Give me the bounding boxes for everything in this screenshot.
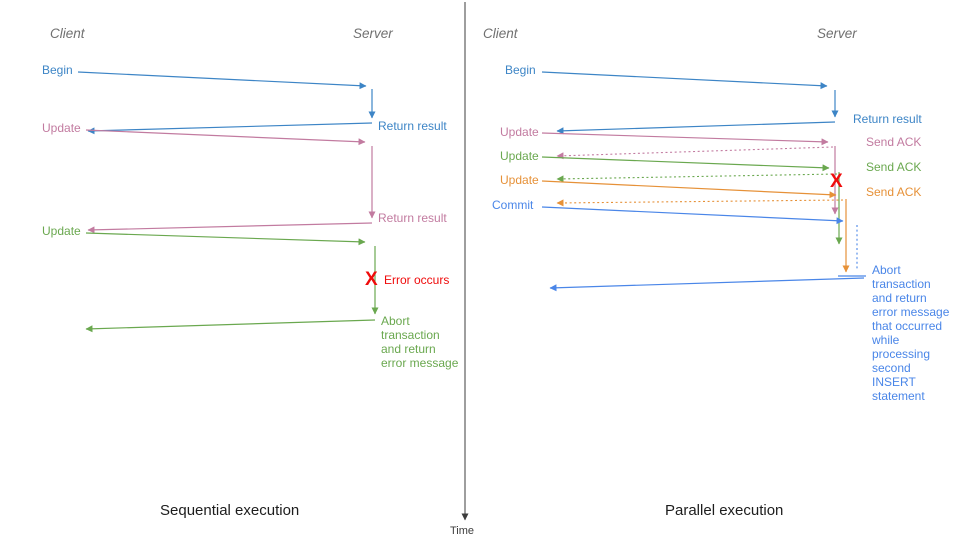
par-caption: Parallel execution [665, 502, 784, 519]
time-axis-label: Time [450, 525, 475, 537]
par-ack-3-arrow [556, 199, 844, 207]
par-send-ack-1-label: Send ACK [866, 135, 922, 149]
seq-return-result-1-label: Return result [378, 119, 447, 133]
par-send-ack-3-label: Send ACK [866, 185, 922, 199]
seq-abort-note: Abort transaction and return error messa… [381, 314, 459, 370]
seq-error-label: Error occurs [384, 273, 450, 287]
par-send-ack-2-label: Send ACK [866, 160, 922, 174]
seq-update-1-label: Update [42, 121, 81, 135]
seq-client-header: Client [50, 26, 85, 41]
par-commit-arrow [541, 206, 844, 225]
seq-return-result-2-arrow [87, 222, 373, 234]
par-abort-return-arrow [549, 277, 865, 292]
par-update-1-label: Update [500, 125, 539, 139]
par-begin-label: Begin [505, 63, 536, 77]
par-begin-arrow [541, 71, 828, 90]
seq-update-1-arrow [85, 129, 366, 146]
seq-update-2-arrow [85, 232, 366, 246]
par-commit-label: Commit [492, 198, 534, 212]
seq-begin-label: Begin [42, 63, 73, 77]
par-return-result-arrow [556, 121, 836, 135]
seq-begin-arrow [77, 71, 367, 90]
par-update-3-arrow [541, 180, 837, 199]
seq-error-x-icon: X [365, 269, 378, 290]
par-update-2-arrow [541, 156, 830, 172]
par-abort-note: Abort transaction and return error messa… [872, 263, 950, 403]
par-client-header: Client [483, 26, 518, 41]
seq-server-header: Server [353, 26, 393, 41]
par-return-result-label: Return result [853, 112, 922, 126]
par-ack-1-arrow [556, 146, 834, 160]
seq-caption: Sequential execution [160, 502, 300, 519]
par-update-1-arrow [541, 132, 829, 146]
seq-return-result-1-arrow [87, 122, 373, 135]
seq-return-result-2-label: Return result [378, 211, 447, 225]
seq-update-2-label: Update [42, 224, 81, 238]
par-update-3-label: Update [500, 173, 539, 187]
par-update-2-label: Update [500, 149, 539, 163]
par-server-header: Server [817, 26, 857, 41]
seq-abort-return-arrow [85, 319, 376, 333]
par-ack-2-arrow [556, 173, 838, 183]
par-error-x-icon: X [830, 171, 843, 192]
